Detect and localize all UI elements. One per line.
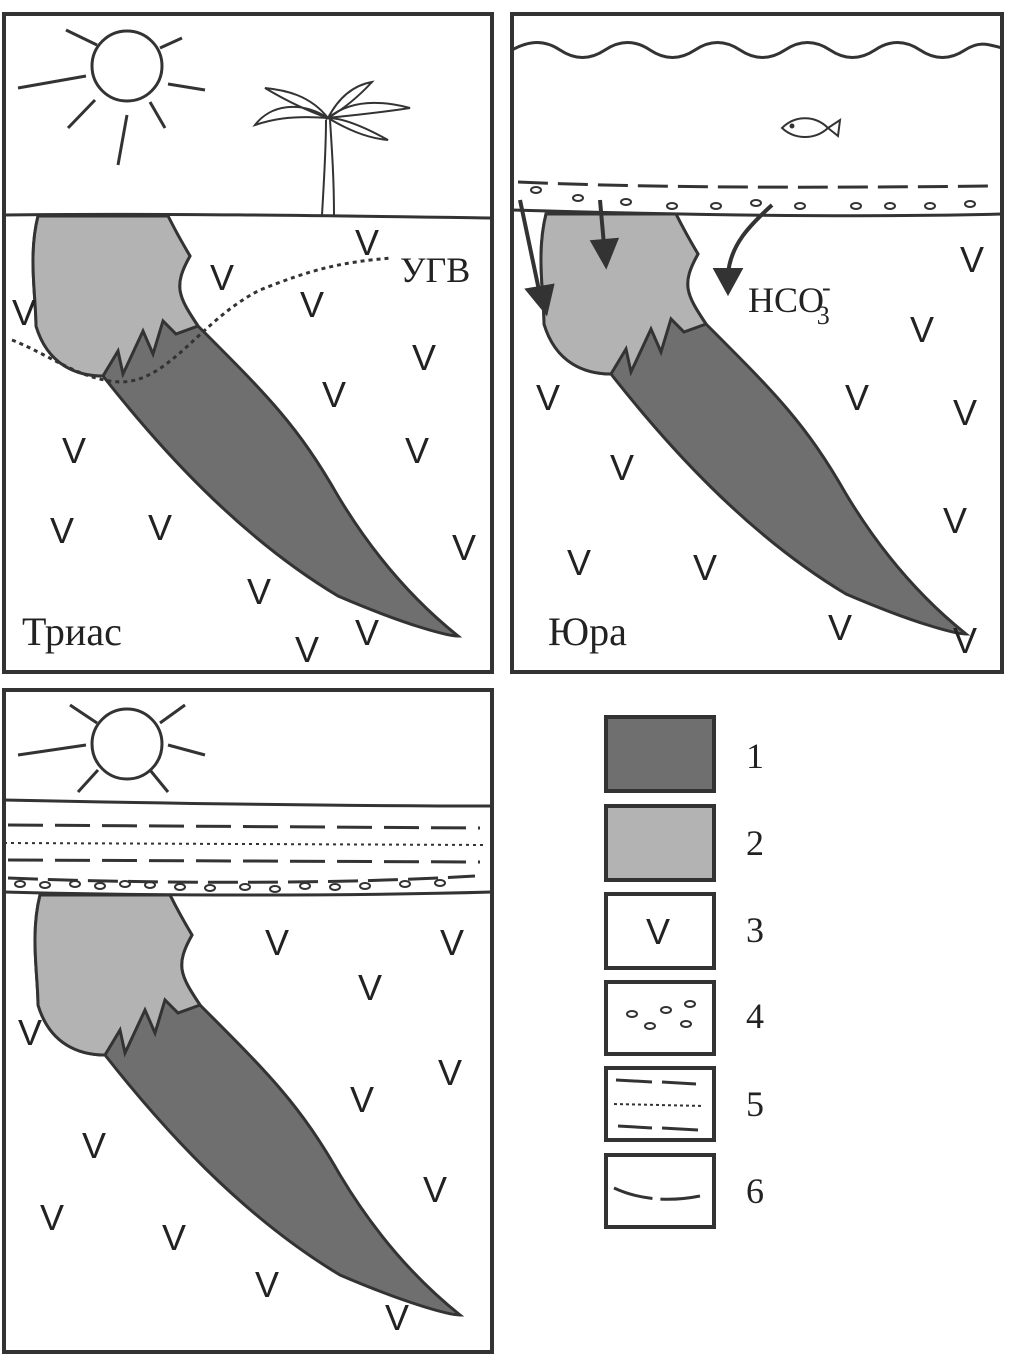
legend-dots-pattern — [626, 1000, 696, 1030]
legend-number-3: 3 — [746, 910, 764, 950]
v-symbol: V — [255, 1264, 279, 1305]
legend-number-4: 4 — [746, 996, 764, 1036]
ground-surface-line — [3, 212, 493, 220]
v-symbol: V — [845, 377, 869, 418]
v-symbol: V — [50, 510, 74, 551]
legend-swatch-1 — [604, 715, 716, 793]
v-symbol: V — [355, 222, 379, 263]
sun-icon — [17, 703, 206, 794]
v-symbol: V — [210, 257, 234, 298]
v-symbol: V — [910, 309, 934, 350]
legend-number-5: 5 — [746, 1084, 764, 1124]
legend: 1 2 V 3 4 5 6 — [604, 715, 764, 1229]
fish-icon — [780, 117, 842, 138]
v-symbol: V — [405, 430, 429, 471]
v-symbol: V — [610, 447, 634, 488]
v-symbol: V — [355, 612, 379, 653]
v-symbol: V — [265, 922, 289, 963]
water-table-line — [11, 256, 393, 384]
v-symbol: V — [438, 1052, 462, 1093]
volcanic-rock-symbols-trias: V V V V V V V V V V V V V V — [12, 222, 476, 670]
v-symbol: V — [148, 507, 172, 548]
panel-modern: V V V V V V V V V V V V — [2, 688, 494, 1354]
volcanic-rock-symbols-modern: V V V V V V V V V V V V — [18, 922, 464, 1338]
v-symbol: V — [567, 542, 591, 583]
legend-swatch-4 — [604, 980, 716, 1056]
legend-swatch-2 — [604, 804, 716, 882]
sediment-cover-modern — [3, 798, 493, 897]
v-symbol: V — [295, 629, 319, 670]
legend-swatch-3 — [604, 892, 716, 970]
v-symbol: V — [358, 967, 382, 1008]
v-symbol: V — [300, 284, 324, 325]
palm-tree-icon — [252, 80, 411, 216]
sun-icon — [17, 28, 206, 166]
v-symbol: V — [828, 607, 852, 648]
v-symbol: V — [62, 430, 86, 471]
v-symbol: V — [162, 1217, 186, 1258]
v-symbol: V — [440, 922, 464, 963]
v-symbol: V — [423, 1169, 447, 1210]
flow-arrows — [518, 199, 774, 317]
v-symbol: V — [18, 1012, 42, 1053]
legend-number-2: 2 — [746, 823, 764, 863]
legend-curve-pattern — [613, 1186, 701, 1201]
v-symbol: V — [82, 1125, 106, 1166]
v-symbol: V — [350, 1079, 374, 1120]
panel-label-jura: Юра — [548, 609, 627, 654]
v-symbol: V — [943, 500, 967, 541]
v-symbol: V — [960, 239, 984, 280]
legend-dashes-pattern — [613, 1078, 705, 1132]
v-symbol: V — [452, 527, 476, 568]
v-symbol: V — [536, 377, 560, 418]
v-symbol: V — [322, 374, 346, 415]
volcanic-rock-symbols-jura: V V V V V V V V V V V — [536, 239, 984, 661]
sea-surface-line — [511, 41, 1003, 59]
v-symbol: V — [412, 337, 436, 378]
water-table-label: УГВ — [400, 250, 470, 290]
panel-trias: УГВ V V V V V V V V V V V V V V Триас — [2, 12, 494, 674]
v-symbol: V — [693, 547, 717, 588]
v-symbol: V — [953, 392, 977, 433]
panel-jura: HCO-3 V V V V V V V V V V V Юра — [510, 12, 1004, 674]
v-symbol: V — [953, 620, 977, 661]
v-symbol: V — [40, 1197, 64, 1238]
panel-label-trias: Триас — [22, 609, 122, 654]
legend-number-6: 6 — [746, 1171, 764, 1211]
sediment-layer-jura — [511, 180, 1003, 218]
legend-number-1: 1 — [746, 736, 764, 776]
ion-label-hco3: HCO-3 — [748, 273, 831, 330]
v-symbol: V — [12, 292, 36, 333]
legend-v-symbol: V — [646, 911, 670, 952]
v-symbol: V — [247, 571, 271, 612]
v-symbol: V — [385, 1297, 409, 1338]
